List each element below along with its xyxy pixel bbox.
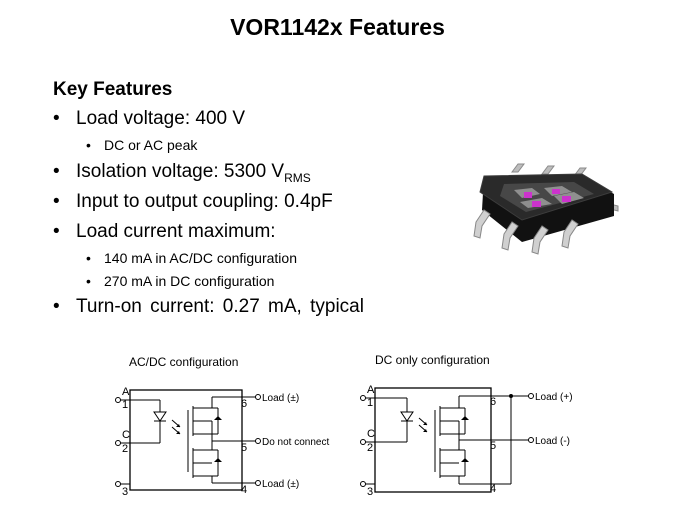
bullet-turn-on-current: •Turn-on current: 0.27 mA, typical [53, 296, 364, 317]
dc-only-configuration-diagram: DC only configuration A 1 C 2 3 6 5 4 Lo… [355, 350, 585, 505]
svg-text:A: A [367, 384, 375, 396]
svg-text:1: 1 [122, 399, 128, 411]
svg-text:6: 6 [241, 398, 247, 410]
svg-text:C: C [122, 429, 130, 441]
sub-bullet-dc-current: •270 mA in DC configuration [86, 273, 275, 289]
svg-text:2: 2 [122, 443, 128, 455]
svg-text:C: C [367, 428, 375, 440]
chip-die [524, 192, 532, 198]
svg-text:2: 2 [367, 442, 373, 454]
bullet-coupling: •Input to output coupling: 0.4pF [53, 191, 333, 212]
bullet-load-current: •Load current maximum: [53, 221, 276, 242]
svg-text:3: 3 [122, 486, 128, 498]
sub-bullet-dc-ac: •DC or AC peak [86, 137, 198, 153]
svg-text:5: 5 [490, 440, 496, 452]
dc-load-plus-label: Load (+) [535, 392, 573, 403]
dc-load-minus-label: Load (-) [535, 436, 570, 447]
acdc-load-top-label: Load (±) [262, 393, 299, 404]
rms-subscript: RMS [284, 170, 311, 185]
slide-title: VOR1142x Features [230, 14, 445, 40]
svg-text:4: 4 [241, 484, 247, 496]
acdc-configuration-diagram: AC/DC configuration A 1 C 2 3 6 5 4 Load… [108, 350, 348, 505]
dc-caption: DC only configuration [375, 353, 490, 367]
acdc-caption: AC/DC configuration [129, 355, 238, 369]
svg-text:6: 6 [490, 396, 496, 408]
svg-text:A: A [122, 386, 130, 398]
sub-bullet-acdc-current: •140 mA in AC/DC configuration [86, 250, 297, 266]
svg-text:3: 3 [367, 486, 373, 498]
chip-die-4 [562, 196, 571, 202]
chip-die-2 [552, 189, 560, 194]
bullet-isolation-voltage: •Isolation voltage: 5300 VRMS [53, 161, 311, 185]
key-features-heading: Key Features [53, 79, 173, 100]
bullet-load-voltage: •Load voltage: 400 V [53, 108, 246, 129]
acdc-do-not-connect-label: Do not connect [262, 437, 329, 448]
svg-text:1: 1 [367, 397, 373, 409]
svg-text:4: 4 [490, 483, 496, 495]
chip-die-3 [532, 201, 541, 207]
svg-text:5: 5 [241, 442, 247, 454]
acdc-load-bottom-label: Load (±) [262, 479, 299, 490]
chip-package-image [473, 163, 619, 255]
